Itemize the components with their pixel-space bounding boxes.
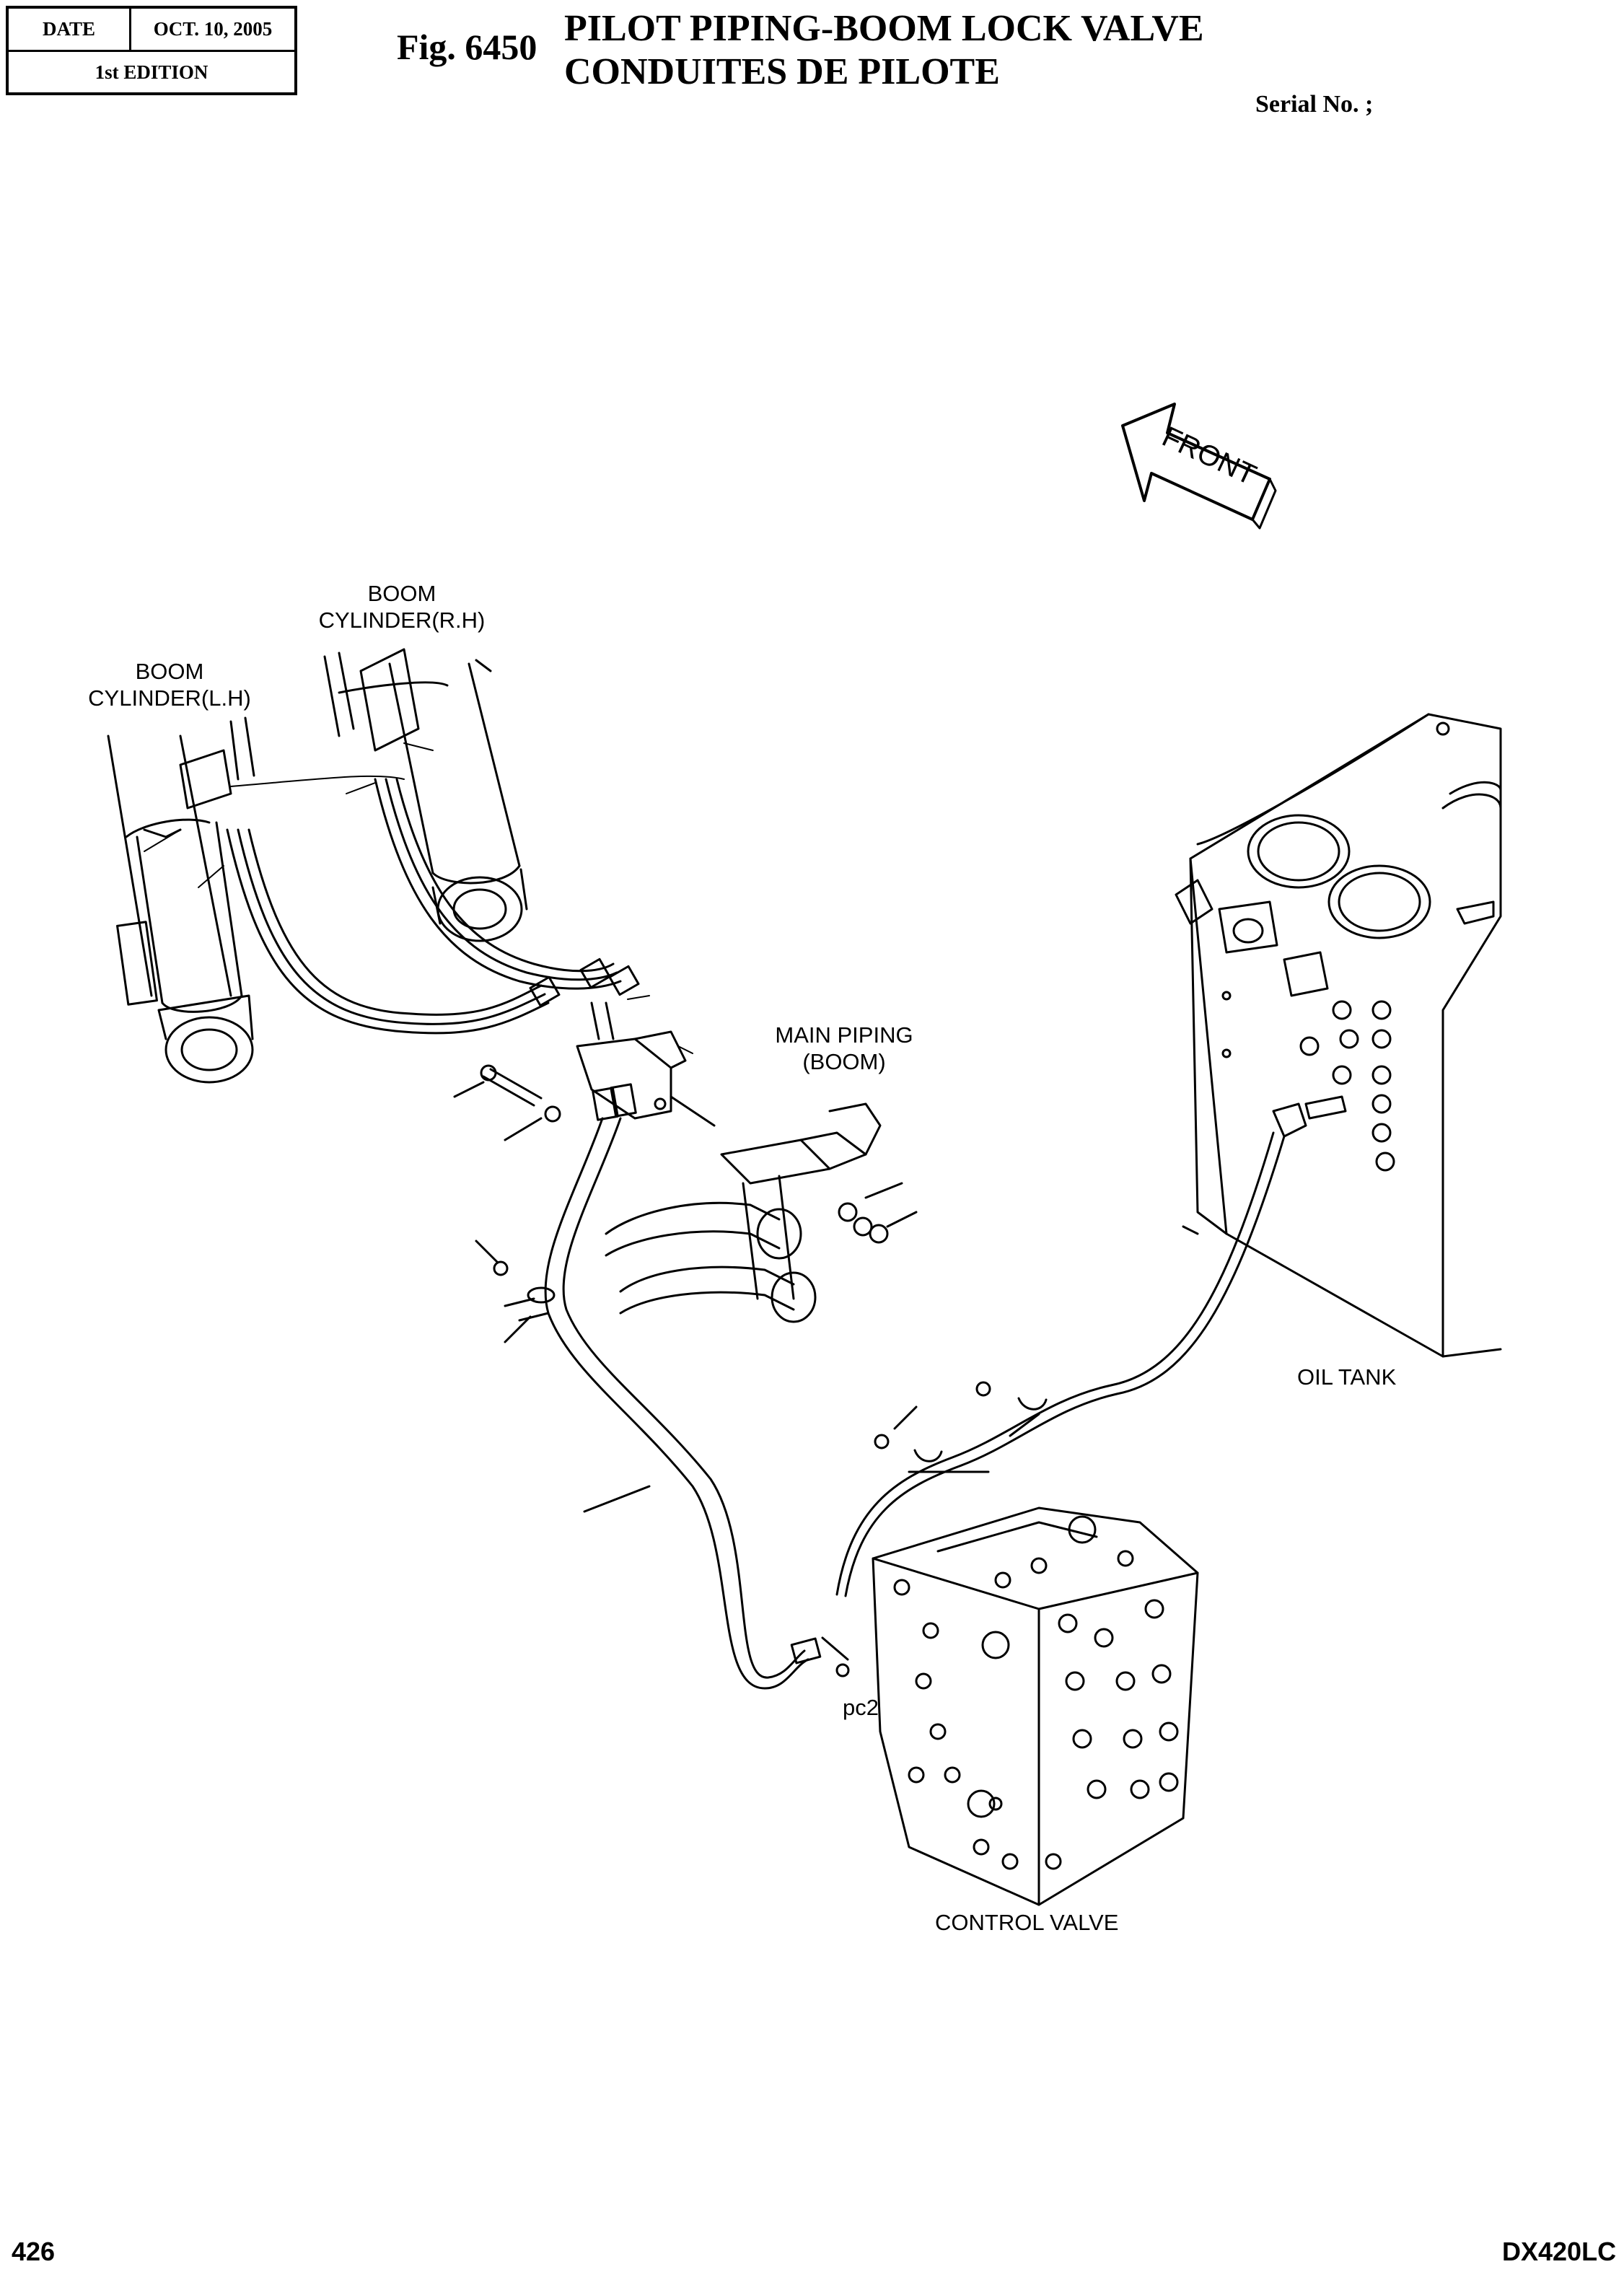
header-table: DATE OCT. 10, 2005 1st EDITION <box>6 6 297 95</box>
label-main-piping-line1: MAIN PIPING <box>775 1022 913 1048</box>
front-arrow-label: FRONT <box>1157 421 1260 491</box>
edition: 1st EDITION <box>95 61 209 83</box>
label-pc2: pc2 <box>843 1695 879 1720</box>
pilot-hose-to-control-valve <box>475 1117 850 1690</box>
date-value: OCT. 10, 2005 <box>131 9 294 52</box>
control-valve <box>872 1506 1199 1906</box>
title-english: PILOT PIPING-BOOM LOCK VALVE <box>564 8 1204 49</box>
pilot-hose-oil-tank <box>835 1095 1347 1597</box>
oil-tank <box>1175 713 1502 1358</box>
control-valve-bolts <box>893 1550 1179 1870</box>
model-number: DX420LC <box>1502 2237 1617 2266</box>
label-boom-cylinder-rh-line1: BOOM <box>367 581 436 606</box>
date-label: DATE <box>9 9 131 52</box>
serial-number: Serial No. ; <box>1255 91 1374 118</box>
front-arrow: FRONT <box>1121 403 1277 530</box>
lock-valve-bracket <box>576 1001 716 1127</box>
boom-cylinder-rh <box>323 648 528 942</box>
label-oil-tank: OIL TANK <box>1297 1364 1397 1390</box>
tank-ports <box>1221 721 1450 1172</box>
label-boom-cylinder-lh-line2: CYLINDER(L.H) <box>88 685 251 711</box>
label-control-valve: CONTROL VALVE <box>935 1910 1119 1935</box>
label-boom-cylinder-rh-line2: CYLINDER(R.H) <box>318 608 486 633</box>
page-number: 426 <box>12 2237 56 2266</box>
label-boom-cylinder-lh: BOOM CYLINDER(L.H) <box>79 658 260 711</box>
leader-lines <box>144 742 693 1054</box>
label-boom-cylinder-rh: BOOM CYLINDER(R.H) <box>312 580 492 633</box>
label-main-piping: MAIN PIPING (BOOM) <box>758 1022 931 1075</box>
label-boom-cylinder-lh-line1: BOOM <box>135 659 204 684</box>
pilot-hoses-upper <box>226 775 640 1035</box>
bolt-and-washer <box>453 1064 561 1141</box>
main-piping-boom <box>605 1102 918 1323</box>
title-french: CONDUITES DE PILOTE <box>564 51 1000 92</box>
label-main-piping-line2: (BOOM) <box>802 1049 886 1075</box>
boom-cylinder-lh <box>107 716 255 1084</box>
figure-number: Fig. 6450 <box>397 27 537 67</box>
